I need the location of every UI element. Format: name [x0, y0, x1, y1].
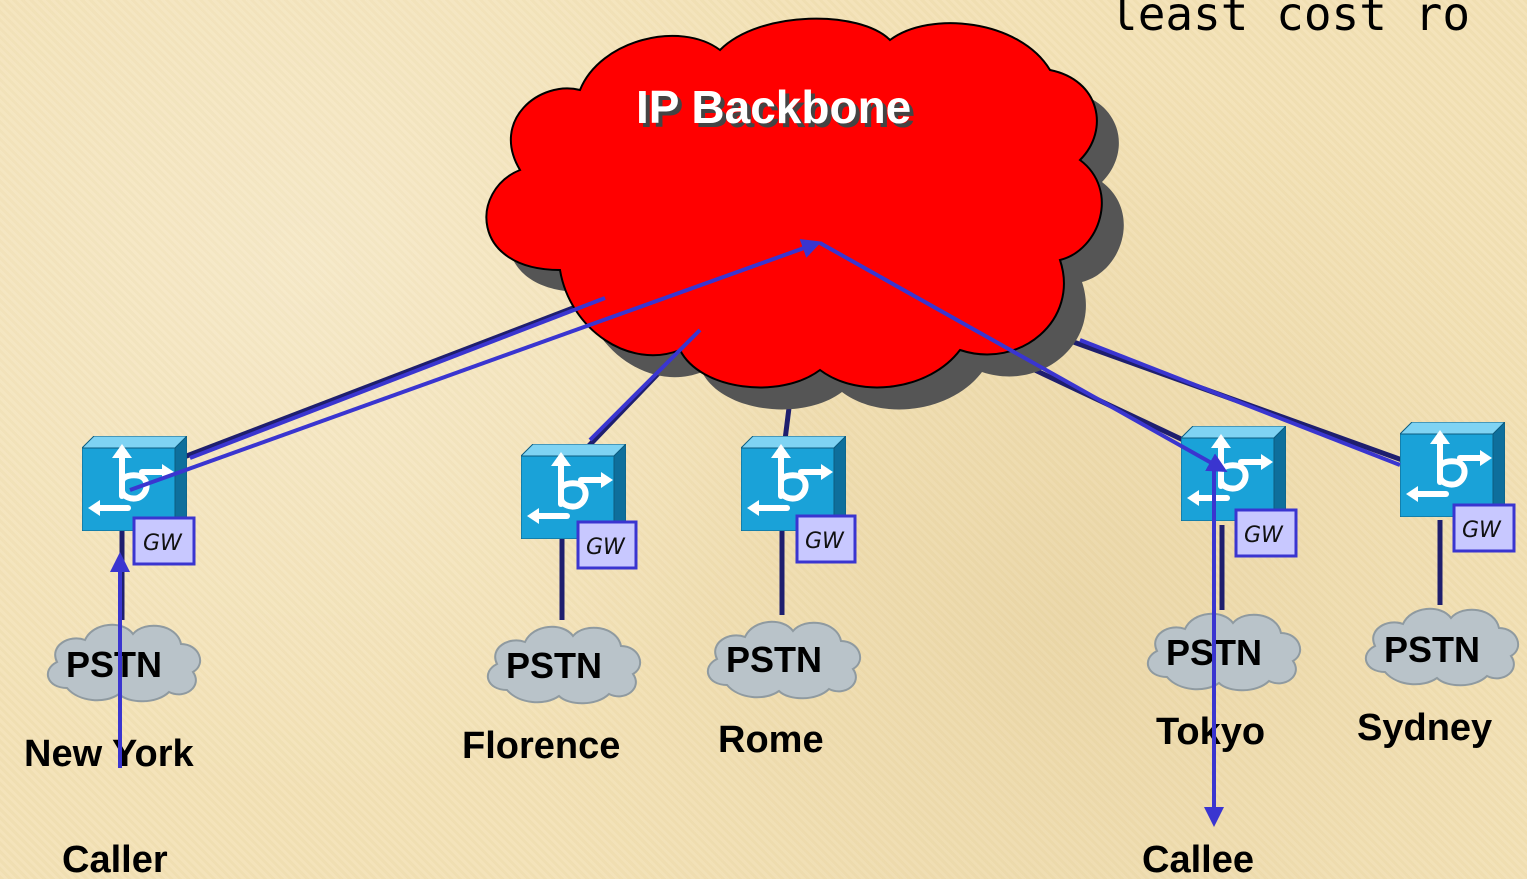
- router-icon: [1400, 422, 1505, 517]
- callee-label: Callee: [1142, 839, 1254, 879]
- pstn-label: PSTN: [506, 645, 602, 686]
- pstn-label: PSTN: [66, 644, 162, 685]
- arrow-icon: [129, 238, 822, 492]
- gw-box: [576, 520, 638, 570]
- backbone-label: IP Backbone: [636, 81, 911, 133]
- gw-box: [1234, 508, 1298, 558]
- path-segment: [189, 296, 606, 460]
- arrow-icon: [819, 241, 1228, 472]
- path-segment: [588, 328, 702, 442]
- pstn-label: PSTN: [726, 639, 822, 680]
- gw-label: GW: [805, 529, 845, 554]
- pstn-label: PSTN: [1384, 629, 1480, 670]
- router-icon: [1181, 426, 1286, 521]
- gw-label: GW: [143, 531, 183, 556]
- site-new-york: PSTN GW New York: [24, 436, 202, 775]
- gw-label: GW: [1244, 523, 1284, 548]
- backbone-label-shadow: IP Backbone: [640, 85, 915, 137]
- site-tokyo: PSTN GW Tokyo: [1146, 426, 1302, 753]
- site-sydney: PSTN GW Sydney: [1357, 422, 1520, 749]
- page-title: least cost ro: [1110, 0, 1470, 41]
- call-path: [110, 238, 1401, 827]
- site-label: New York: [24, 733, 195, 775]
- caller-label: Caller: [62, 839, 168, 879]
- gw-box: [132, 516, 196, 566]
- site-label: Tokyo: [1156, 711, 1265, 753]
- site-label: Rome: [718, 719, 824, 761]
- site-label: Florence: [462, 725, 620, 767]
- site-florence: PSTN GW Florence: [462, 444, 642, 767]
- site-rome: PSTN GW Rome: [706, 436, 862, 761]
- gw-box: [1452, 503, 1516, 553]
- path-segment: [1079, 338, 1401, 467]
- site-label: Sydney: [1357, 707, 1492, 749]
- gw-box: [795, 514, 857, 564]
- gw-label: GW: [586, 535, 626, 560]
- ip-backbone-cloud: IP Backbone IP Backbone: [485, 17, 1124, 410]
- gw-label: GW: [1462, 518, 1502, 543]
